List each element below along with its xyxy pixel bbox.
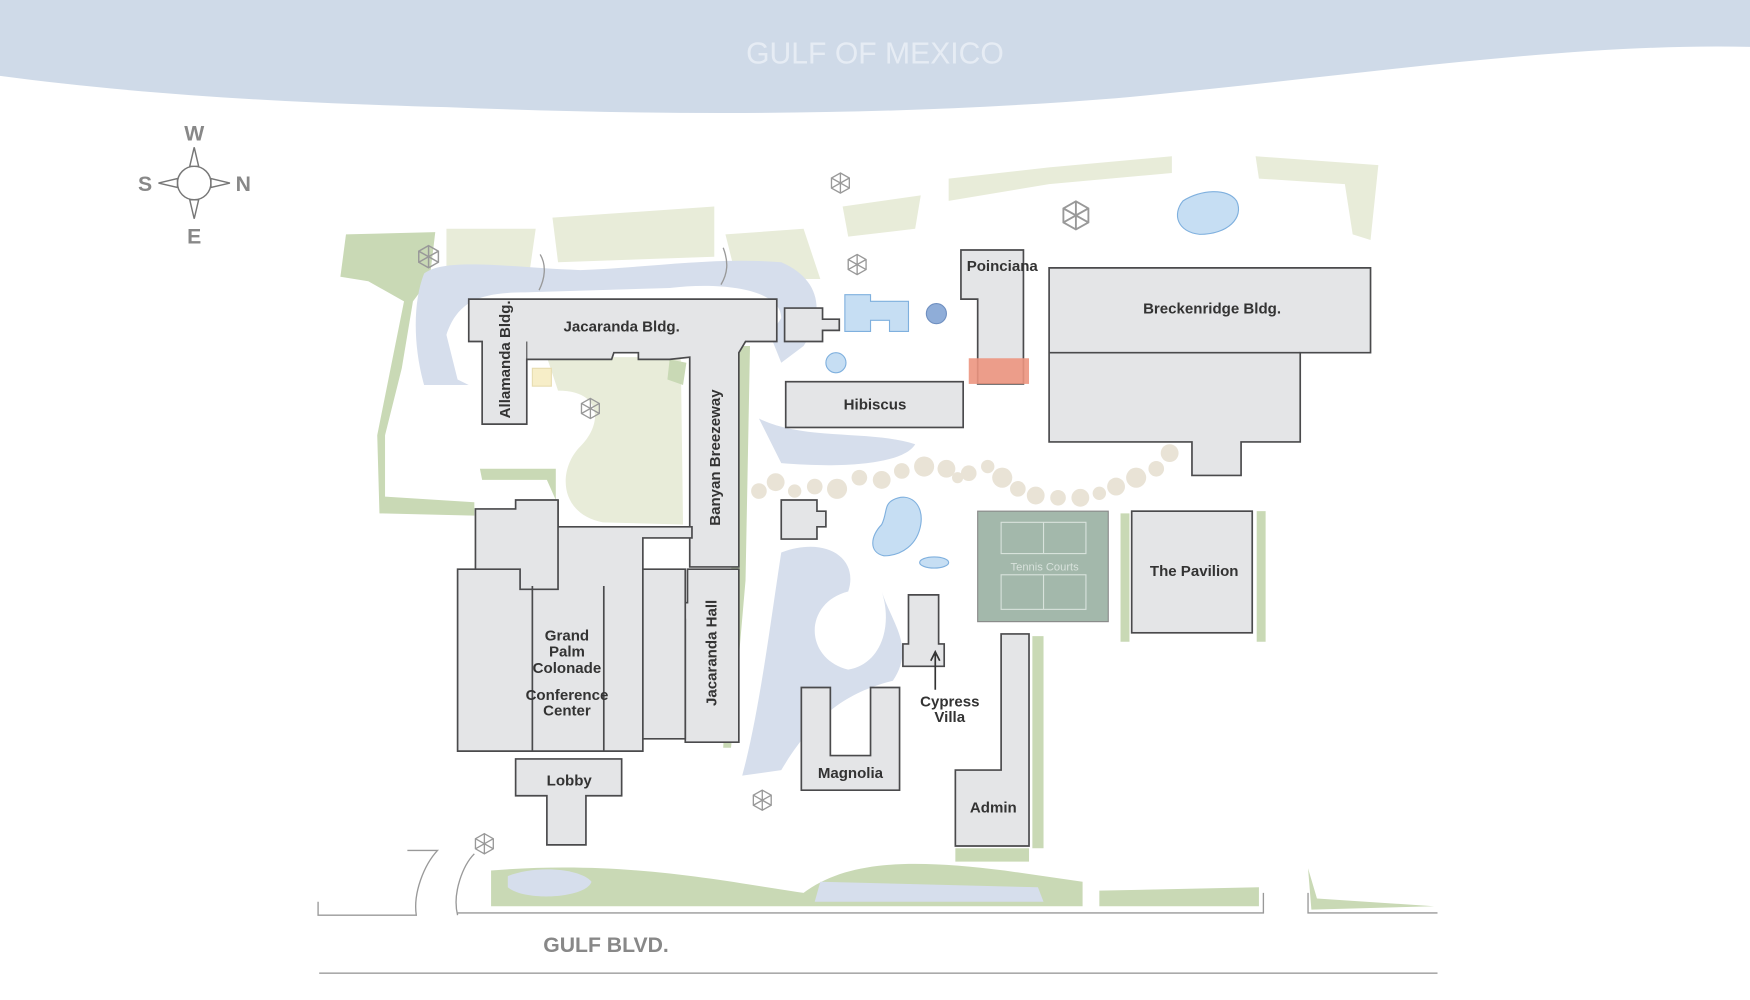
conference-label-1: Conference [526, 687, 609, 704]
cypress-villa-bldg[interactable] [902, 594, 946, 668]
admin-label: Admin [970, 800, 1017, 817]
pavilion-label: The Pavilion [1150, 563, 1239, 580]
compass-east: E [187, 225, 201, 248]
pond-center [872, 496, 922, 557]
pond-north [1176, 191, 1239, 235]
service-bldg [783, 307, 841, 343]
gulf-label: GULF OF MEXICO [746, 38, 1004, 71]
allamanda-bldg-label: Allamanda Bldg. [497, 300, 514, 418]
cypress-label-2: Villa [934, 709, 965, 726]
compass-south: S [138, 173, 152, 196]
firepit-icon [847, 253, 867, 276]
firepit-icon [1062, 200, 1090, 231]
firepit-icons [418, 172, 1090, 855]
banyan-breezeway-label: Banyan Breezeway [707, 389, 724, 526]
breckenridge-label: Breckenridge Bldg. [1143, 301, 1281, 318]
gulf-water [0, 0, 1750, 114]
conference-label-2: Center [543, 702, 591, 719]
firepit-icon [418, 244, 440, 269]
compass-arrows-icon [158, 147, 231, 219]
garden-path [751, 444, 1179, 507]
hibiscus-bldg[interactable] [784, 380, 965, 429]
lobby[interactable] [514, 758, 623, 846]
grand-palm-label-1: Grand [545, 628, 589, 645]
firepit-icon [474, 832, 494, 855]
swimming-pool [844, 294, 910, 333]
grand-palm-label-3: Colonade [533, 660, 602, 677]
firepit-icon [580, 397, 601, 420]
pond-small [919, 556, 950, 569]
gulf-blvd-label: GULF BLVD. [543, 934, 669, 957]
hot-tub [925, 303, 947, 325]
pavilion-bldg[interactable] [1130, 510, 1254, 634]
magnolia-label: Magnolia [818, 765, 884, 782]
breckenridge-bldg[interactable] [1048, 267, 1372, 477]
lobby-label: Lobby [547, 773, 593, 790]
poinciana-label: Poinciana [967, 258, 1039, 275]
grand-palm-label-2: Palm [549, 643, 585, 660]
compass-west: W [184, 123, 204, 146]
compass [158, 147, 231, 219]
compass-circle [176, 165, 212, 201]
admin-bldg[interactable] [954, 633, 1030, 847]
firepit-icon [830, 172, 851, 194]
cypress-label-1: Cypress [920, 693, 979, 710]
jacaranda-bldg[interactable] [467, 298, 778, 568]
jacaranda-bldg-label: Jacaranda Bldg. [564, 318, 680, 335]
small-bldg [780, 499, 827, 540]
curbs [317, 247, 1438, 916]
compass-north: N [236, 173, 251, 196]
jacaranda-hall-label: Jacaranda Hall [704, 600, 721, 706]
kiddie-pool [825, 352, 847, 374]
tennis-courts-label: Tennis Courts [1011, 561, 1080, 573]
poinciana-highlight [968, 358, 1030, 384]
hibiscus-label: Hibiscus [844, 397, 907, 414]
firepit-icon [752, 789, 772, 812]
tennis-courts[interactable]: Tennis Courts [977, 510, 1109, 623]
magnolia-bldg[interactable] [800, 686, 901, 792]
cypress-arrow-icon [930, 649, 941, 690]
